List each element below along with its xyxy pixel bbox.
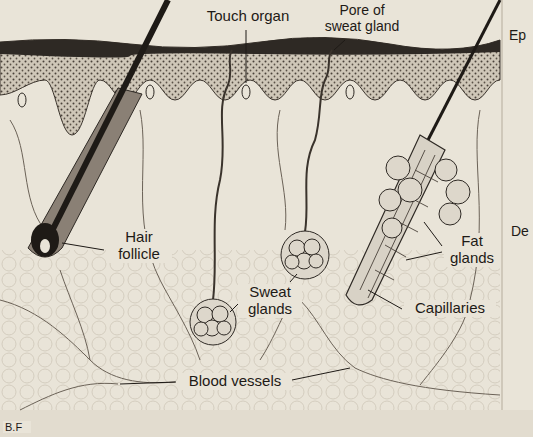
part-label: Pore of sweat gland xyxy=(320,3,404,34)
part-label: Blood vessels xyxy=(178,373,292,390)
part-label: Sweat glands xyxy=(238,284,302,318)
part-label: Touch organ xyxy=(196,8,300,25)
layer-label: De xyxy=(509,224,531,240)
signature-label: B.F xyxy=(3,421,31,433)
part-label: Hair follicle xyxy=(106,229,172,263)
part-label: Capillaries xyxy=(404,300,496,317)
layer-label: Ep xyxy=(507,28,531,44)
part-label: Fat glands xyxy=(444,233,500,267)
